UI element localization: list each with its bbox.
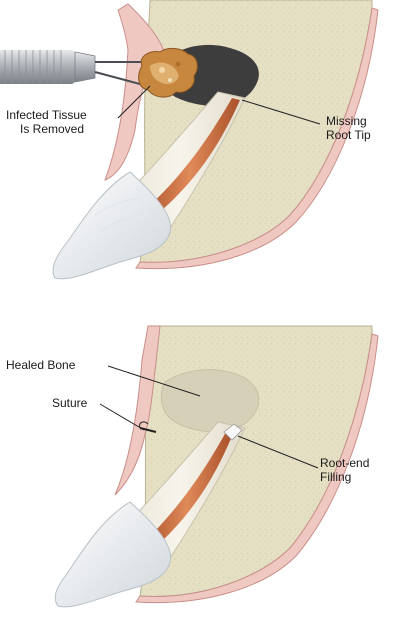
dental-instrument-icon	[0, 50, 151, 91]
label-root-end-filling-line1: Root-end	[320, 456, 370, 470]
label-root-end-filling: Root-end Filling	[320, 456, 369, 484]
root-canal-after	[142, 432, 232, 552]
label-missing-root-tip: Missing Root Tip	[326, 114, 371, 142]
gum-tissue-lower-after	[135, 333, 379, 604]
label-missing-root-tip-line2: Root Tip	[326, 128, 371, 142]
panel-before	[0, 0, 379, 280]
label-healed-bone: Healed Bone	[6, 358, 75, 372]
leader-missing-root-tip	[241, 99, 321, 125]
label-infected-tissue-line1: Infected Tissue	[6, 108, 87, 122]
infected-tissue-icon	[138, 47, 198, 98]
leader-root-end-filling	[237, 435, 319, 469]
healed-bone-region	[160, 369, 260, 433]
label-suture: Suture	[52, 396, 87, 410]
root-end-filling-mark	[223, 423, 243, 441]
gum-tissue-after	[114, 325, 161, 496]
leader-infected-tissue	[117, 85, 151, 119]
label-infected-tissue-line2: Is Removed	[20, 122, 85, 136]
tooth-crown-after	[54, 501, 172, 608]
leader-healed-bone	[107, 365, 201, 397]
label-infected-tissue: Infected Tissue Is Removed	[6, 108, 87, 136]
leader-suture	[99, 403, 145, 431]
label-root-end-filling-line2: Filling	[320, 470, 352, 484]
label-healed-bone-line1: Healed Bone	[6, 358, 76, 372]
label-missing-root-tip-line1: Missing	[326, 114, 367, 128]
root-canal	[140, 98, 240, 222]
gum-tissue-lower	[135, 7, 379, 270]
gum-tissue	[104, 3, 165, 181]
panel-after	[54, 325, 379, 608]
tooth-icon	[52, 171, 172, 280]
label-suture-line1: Suture	[52, 396, 88, 410]
